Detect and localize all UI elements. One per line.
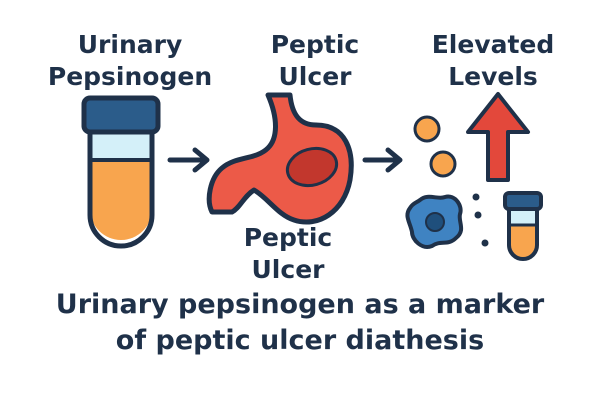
stomach-icon: [206, 92, 354, 225]
label-line: Ulcer: [278, 62, 352, 91]
arrow-right-icon: [167, 147, 210, 173]
dot-icon: [472, 193, 480, 201]
label-line: Urinary: [77, 30, 183, 59]
caption-line: Urinary pepsinogen as a marker: [55, 289, 545, 320]
label-line: Levels: [448, 62, 538, 91]
label-line: Peptic: [270, 30, 360, 59]
dot-icon: [413, 115, 441, 143]
caption: Urinary pepsinogen as a marker of peptic…: [0, 287, 600, 359]
caption-line: of peptic ulcer diathesis: [115, 325, 485, 356]
arrow-up-icon: [466, 92, 530, 182]
peptic-ulcer-top-label: Peptic Ulcer: [245, 29, 385, 93]
peptic-ulcer-bottom-label: Peptic Ulcer: [218, 222, 358, 286]
dot-icon: [429, 150, 457, 178]
label-line: Ulcer: [251, 255, 325, 284]
label-line: Elevated: [431, 30, 555, 59]
test-tube-icon: [81, 95, 161, 249]
urinary-pepsinogen-label: Urinary Pepsinogen: [40, 29, 220, 93]
label-line: Peptic: [243, 223, 333, 252]
elevated-levels-label: Elevated Levels: [418, 29, 568, 93]
label-line: Pepsinogen: [47, 62, 213, 91]
arrow-right-icon: [362, 147, 403, 173]
small-test-tube-icon: [503, 191, 543, 261]
dot-icon: [481, 239, 489, 247]
cell-icon: [405, 194, 464, 249]
dot-icon: [474, 211, 482, 219]
